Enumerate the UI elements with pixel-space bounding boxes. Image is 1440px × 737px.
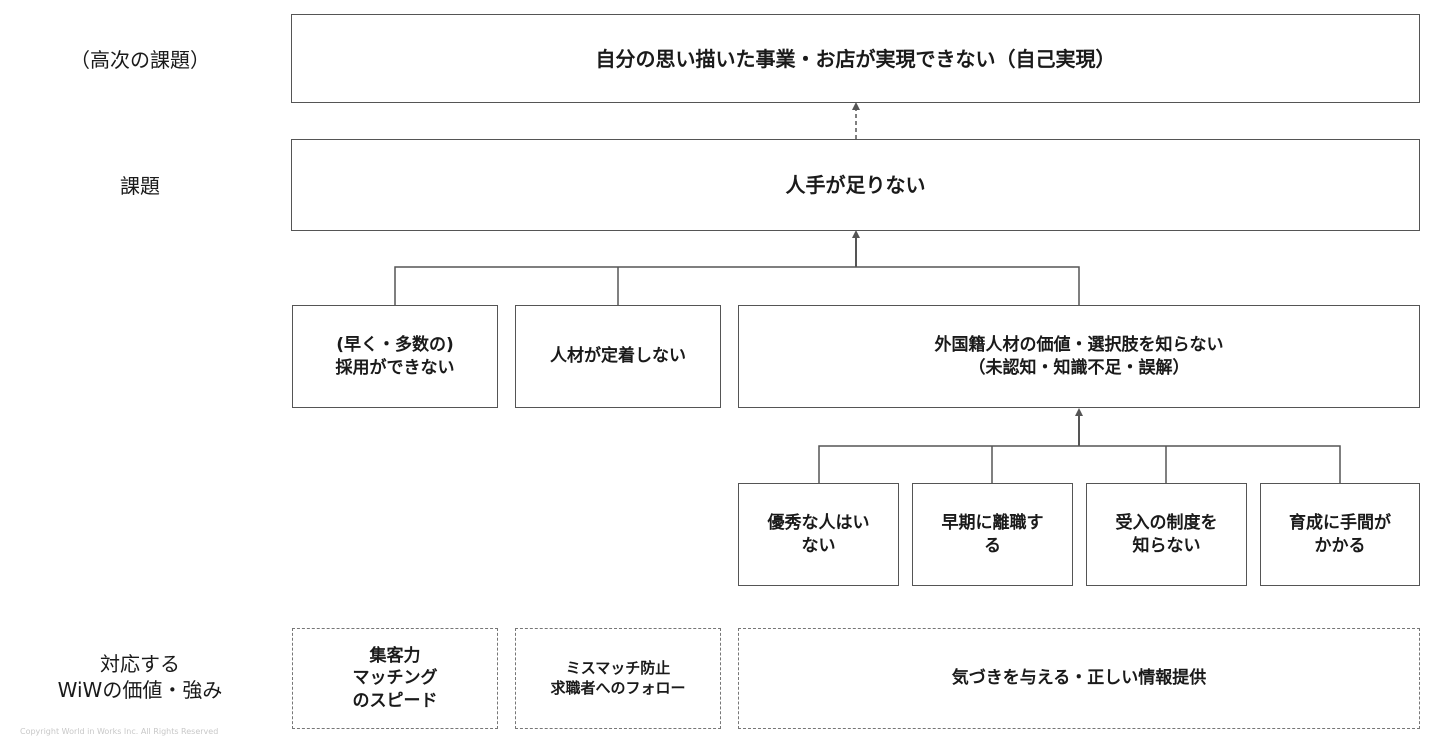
cause-text-2: 人材が定着しない <box>550 346 686 367</box>
strength-box-3: 気づきを与える・正しい情報提供 <box>738 628 1420 729</box>
sub-cause-box-1: 優秀な人はい ない <box>738 483 899 586</box>
row-label-value-strength: 対応する WiWの価値・強み <box>20 644 260 710</box>
connector-subcauses-bracket <box>818 445 1341 483</box>
main-issue-text: 人手が足りない <box>785 173 926 197</box>
cause-box-1: (早く・多数の) 採用ができない <box>292 305 498 408</box>
row-label-higher-issue-text: （高次の課題） <box>70 48 210 72</box>
row-label-higher-issue: （高次の課題） <box>40 40 240 80</box>
sub-cause-box-2: 早期に離職す る <box>912 483 1073 586</box>
row-label-value-strength-text: 対応する WiWの価値・強み <box>57 652 223 702</box>
row-label-issue-text: 課題 <box>120 174 160 198</box>
row-label-issue: 課題 <box>40 166 240 206</box>
cause-box-2: 人材が定着しない <box>515 305 721 408</box>
sub-cause-text-3: 受入の制度を 知らない <box>1115 513 1218 556</box>
cause-text-3: 外国籍人材の価値・選択肢を知らない （未認知・知識不足・誤解） <box>934 335 1224 378</box>
strength-box-1: 集客力 マッチング のスピード <box>292 628 498 729</box>
sub-cause-text-4: 育成に手間が かかる <box>1289 513 1391 556</box>
connector-causes-bracket <box>394 266 1080 305</box>
higher-issue-box: 自分の思い描いた事業・お店が実現できない（自己実現） <box>291 14 1420 103</box>
sub-cause-text-1: 優秀な人はい ない <box>767 513 870 556</box>
cause-text-1: (早く・多数の) 採用ができない <box>335 335 455 378</box>
sub-cause-box-4: 育成に手間が かかる <box>1260 483 1420 586</box>
sub-cause-box-3: 受入の制度を 知らない <box>1086 483 1247 586</box>
main-issue-box: 人手が足りない <box>291 139 1420 231</box>
copyright-text: Copyright World in Works Inc. All Rights… <box>20 727 219 736</box>
strength-box-2: ミスマッチ防止 求職者へのフォロー <box>515 628 721 729</box>
strength-text-3: 気づきを与える・正しい情報提供 <box>951 668 1207 689</box>
strength-text-1: 集客力 マッチング のスピード <box>352 646 438 711</box>
strength-text-2: ミスマッチ防止 求職者へのフォロー <box>550 659 686 697</box>
higher-issue-text: 自分の思い描いた事業・お店が実現できない（自己実現） <box>595 46 1116 71</box>
sub-cause-text-2: 早期に離職す る <box>941 513 1044 556</box>
cause-box-3: 外国籍人材の価値・選択肢を知らない （未認知・知識不足・誤解） <box>738 305 1420 408</box>
